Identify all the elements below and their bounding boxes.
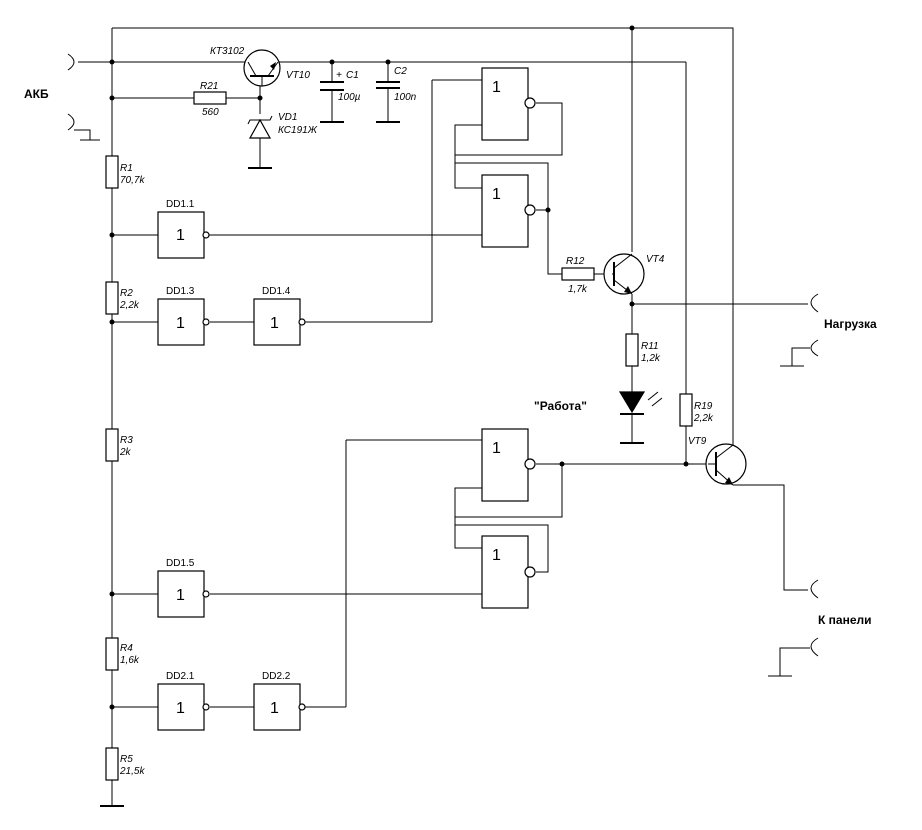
dd2-1-label: DD2.1 (166, 671, 195, 682)
port-akb: АКБ (24, 53, 100, 141)
vd1-type: КС191Ж (278, 125, 318, 136)
led-label: "Работа" (534, 399, 587, 413)
vt9-name: VT9 (688, 436, 707, 447)
resistor-r21: R21 560 (193, 81, 227, 118)
resistor-r19: R19 2,2k (679, 393, 714, 427)
r12-name: R12 (566, 256, 585, 267)
c2-value: 100n (394, 92, 417, 103)
r4-value: 1,6k (120, 655, 140, 666)
r19-value: 2,2k (693, 413, 714, 424)
transistor-vt10: КТ3102 VT10 (210, 46, 310, 87)
latch-top-gate-b: 1 (481, 174, 536, 248)
resistor-r4: R4 1,6k (105, 637, 140, 671)
resistor-r1: R1 70,7k (105, 155, 145, 189)
vt10-name: VT10 (286, 70, 310, 81)
r19-name: R19 (694, 401, 713, 412)
r21-value: 560 (202, 107, 219, 118)
gate-dd1-4: 1 DD1.4 (253, 286, 306, 346)
gate-symbol: 1 (270, 315, 279, 332)
dd1-5-label: DD1.5 (166, 558, 195, 569)
r3-value: 2k (119, 447, 132, 458)
gate-dd1-3: 1 DD1.3 (157, 286, 210, 346)
dd1-3-label: DD1.3 (166, 286, 195, 297)
gate-symbol: 1 (492, 186, 501, 203)
r2-value: 2,2k (119, 300, 140, 311)
latch-bottom-gate-a: 1 (481, 428, 536, 502)
gate-dd2-1: 1 DD2.1 (157, 671, 210, 731)
capacitor-c1: + C1 100µ (320, 70, 361, 103)
r2-name: R2 (120, 288, 133, 299)
c1-value: 100µ (338, 92, 361, 103)
led-work: "Работа" (534, 391, 663, 415)
c2-name: C2 (394, 66, 407, 77)
gate-symbol: 1 (176, 315, 185, 332)
gate-dd2-2: 1 DD2.2 (253, 671, 306, 731)
gate-dd1-1: 1 DD1.1 (157, 199, 210, 259)
r3-name: R3 (120, 435, 133, 446)
dd1-4-label: DD1.4 (262, 286, 291, 297)
r4-name: R4 (120, 643, 133, 654)
r11-value: 1,2k (641, 353, 661, 364)
transistor-vt9: VT9 (688, 436, 747, 486)
r12-value: 1,7k (568, 284, 588, 295)
resistor-r5: R5 21,5k (105, 747, 145, 781)
gate-symbol: 1 (492, 79, 501, 96)
c1-polarity: + (336, 70, 342, 81)
resistor-r11: R11 1,2k (625, 333, 661, 367)
junction-dots (109, 25, 689, 710)
zener-diode-vd1: VD1 КС191Ж (247, 112, 318, 139)
latch-top-gate-a: 1 (481, 67, 536, 141)
r1-name: R1 (120, 163, 133, 174)
port-load: Нагрузка (780, 293, 877, 367)
vt4-name: VT4 (646, 254, 665, 265)
r5-name: R5 (120, 754, 133, 765)
port-load-label: Нагрузка (824, 317, 877, 331)
gate-symbol: 1 (176, 587, 185, 604)
r21-name: R21 (200, 81, 218, 92)
dd2-2-label: DD2.2 (262, 671, 291, 682)
port-akb-label: АКБ (24, 87, 49, 101)
latch-bottom-gate-b: 1 (481, 535, 536, 609)
capacitor-c2: C2 100n (376, 66, 417, 103)
port-panel: К панели (768, 579, 872, 677)
resistor-r2: R2 2,2k (105, 281, 140, 315)
r1-value: 70,7k (120, 175, 145, 186)
dd1-1-label: DD1.1 (166, 199, 195, 210)
gate-symbol: 1 (492, 440, 501, 457)
port-panel-label: К панели (818, 613, 872, 627)
transistor-vt4: VT4 (603, 253, 665, 295)
gate-dd1-5: 1 DD1.5 (157, 558, 210, 618)
vd1-name: VD1 (278, 112, 297, 123)
resistor-r3: R3 2k (105, 428, 133, 462)
vt10-type: КТ3102 (210, 46, 245, 57)
gate-symbol: 1 (176, 700, 185, 717)
r5-value: 21,5k (119, 766, 145, 777)
gate-symbol: 1 (270, 700, 279, 717)
gate-symbol: 1 (176, 227, 185, 244)
c1-name: C1 (346, 70, 359, 81)
r11-name: R11 (641, 341, 659, 352)
resistor-r12: R12 1,7k (561, 256, 595, 295)
gate-symbol: 1 (492, 547, 501, 564)
